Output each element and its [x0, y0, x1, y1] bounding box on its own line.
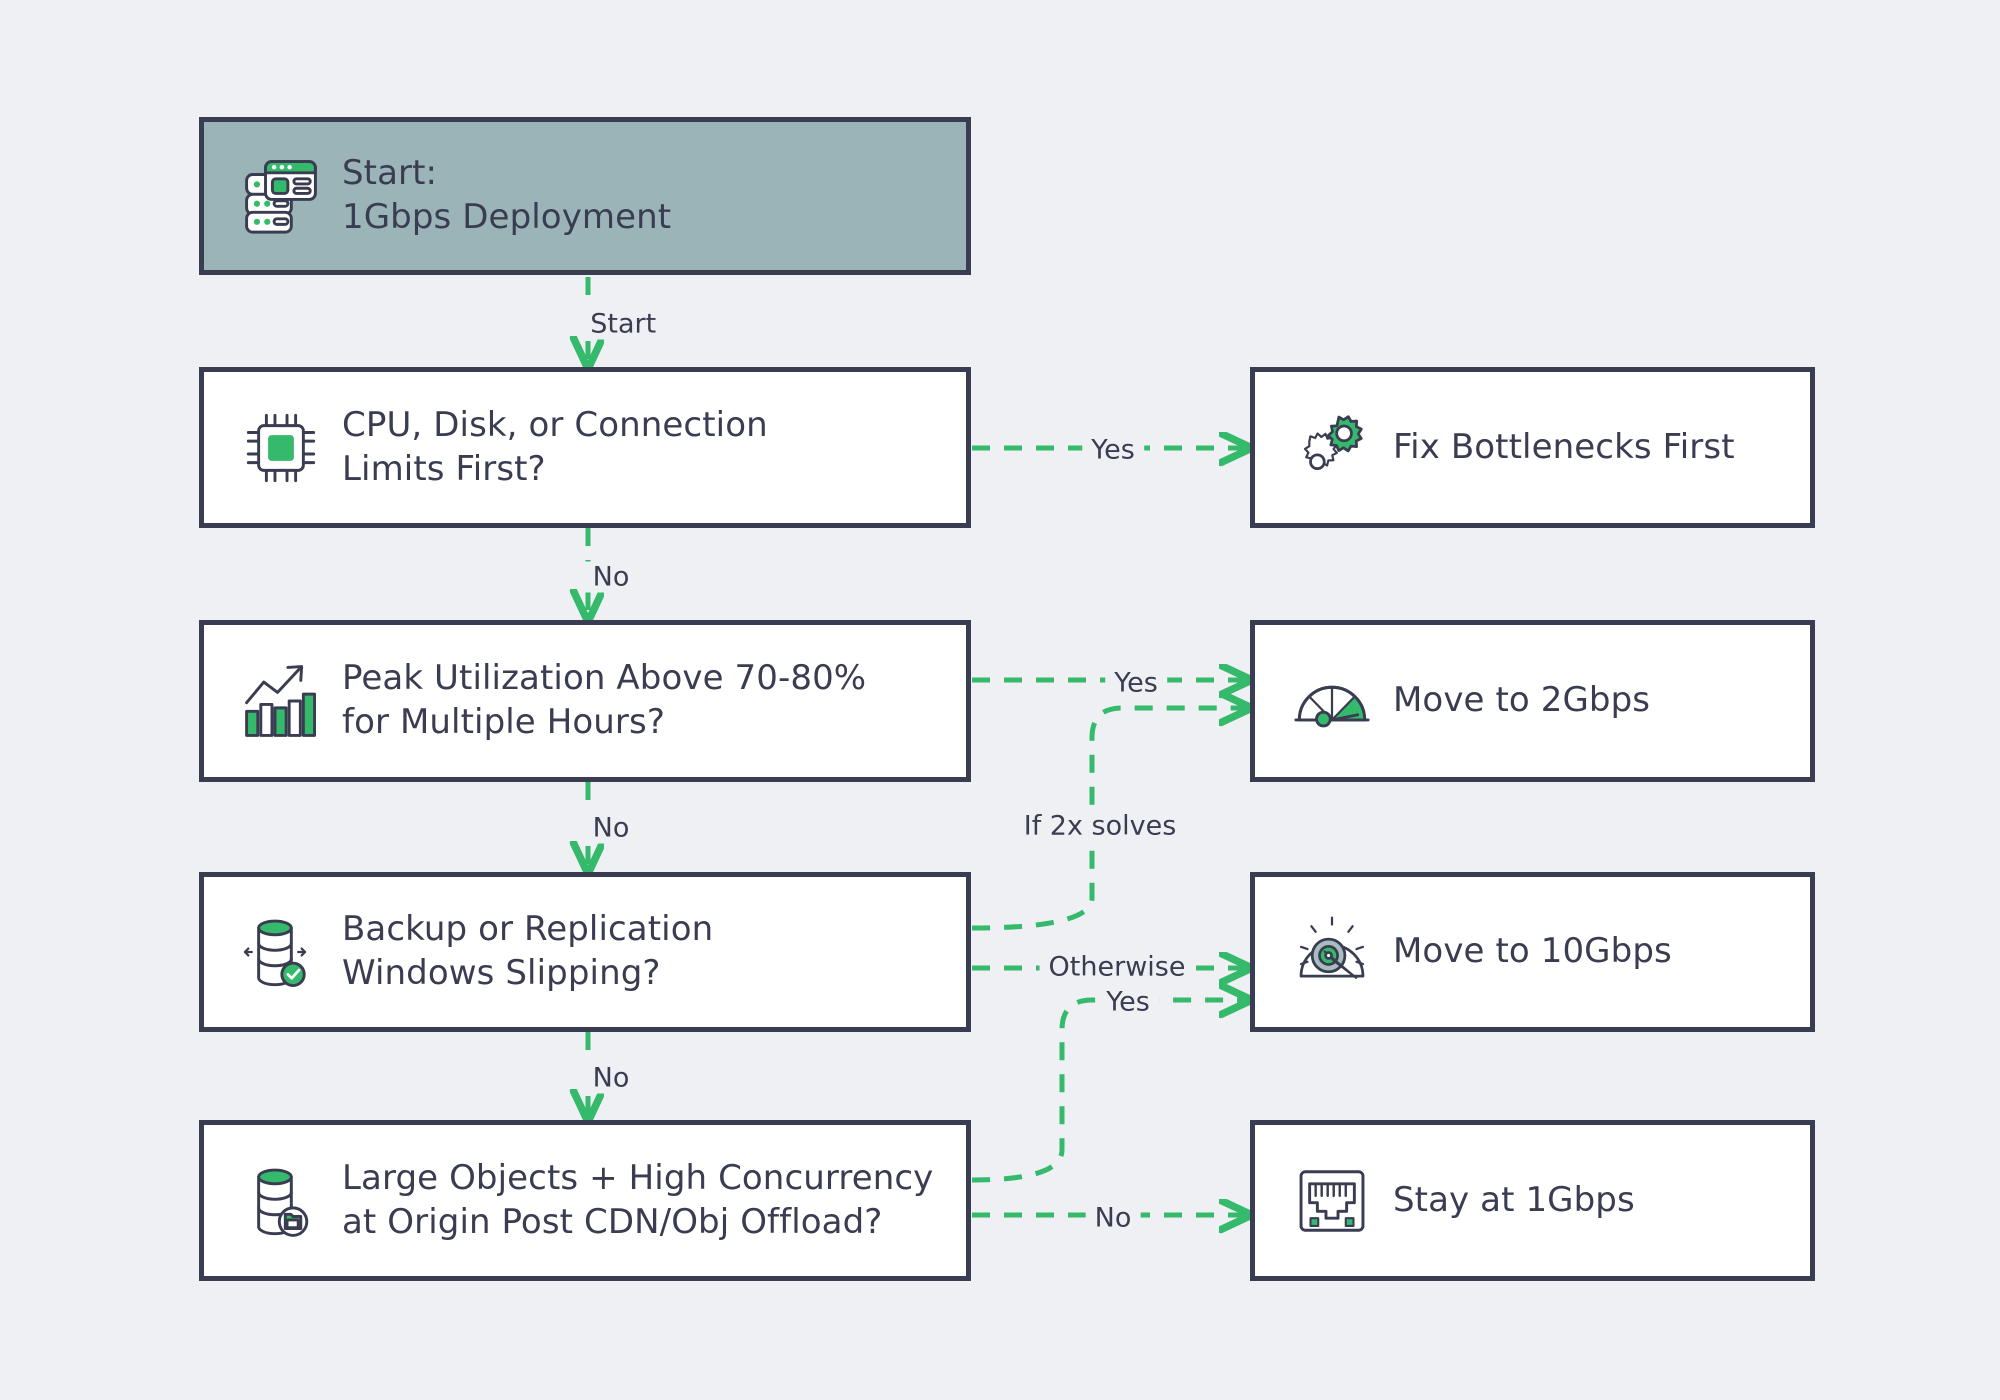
node-move-10gbps-label: Move to 10Gbps [1393, 931, 1672, 972]
cpu-chip-icon [238, 405, 324, 491]
node-stay-1gbps-label: Stay at 1Gbps [1393, 1179, 1635, 1220]
node-start[interactable]: Start: 1Gbps Deployment [199, 117, 971, 275]
bar-chart-trend-icon [238, 658, 324, 744]
gauge-half-icon [1289, 658, 1375, 744]
node-backup-replication[interactable]: Backup or Replication Windows Slipping? [199, 872, 971, 1032]
edge-backup-two [971, 708, 1250, 931]
node-move-2gbps-label: Move to 2Gbps [1393, 680, 1651, 721]
node-fix-bottlenecks-label: Fix Bottlenecks First [1393, 426, 1735, 467]
ethernet-port-icon [1289, 1158, 1375, 1244]
database-folder-icon [238, 1158, 324, 1244]
node-stay-1gbps[interactable]: Stay at 1Gbps [1250, 1120, 1815, 1281]
node-backup-replication-label: Backup or Replication Windows Slipping? [342, 909, 714, 993]
node-move-2gbps[interactable]: Move to 2Gbps [1250, 620, 1815, 782]
node-large-objects[interactable]: Large Objects + High Concurrency at Orig… [199, 1120, 971, 1281]
node-peak-utilization-label: Peak Utilization Above 70-80% for Multip… [342, 658, 867, 742]
server-rack-icon [238, 153, 324, 239]
node-start-label: Start: 1Gbps Deployment [342, 153, 672, 237]
node-peak-utilization[interactable]: Peak Utilization Above 70-80% for Multip… [199, 620, 971, 782]
node-cpu-limits-label: CPU, Disk, or Connection Limits First? [342, 404, 768, 489]
node-cpu-limits[interactable]: CPU, Disk, or Connection Limits First? [199, 367, 971, 528]
database-sync-icon [238, 909, 324, 995]
node-move-10gbps[interactable]: Move to 10Gbps [1250, 872, 1815, 1032]
gears-icon [1289, 405, 1375, 491]
speedometer-icon [1289, 909, 1375, 995]
node-large-objects-label: Large Objects + High Concurrency at Orig… [342, 1157, 934, 1242]
edge-objects-ten [971, 1000, 1250, 1183]
node-fix-bottlenecks[interactable]: Fix Bottlenecks First [1250, 367, 1815, 528]
